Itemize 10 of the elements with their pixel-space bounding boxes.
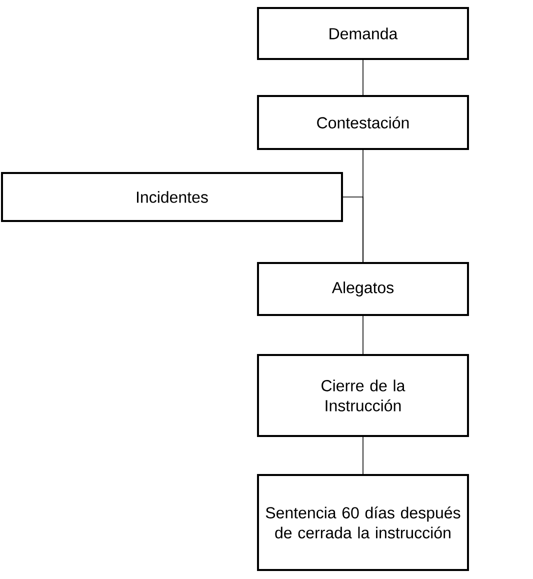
process-box: Cierre de la Instrucción (257, 354, 469, 437)
connector-line (342, 196, 364, 262)
connector-line (362, 436, 364, 474)
connector-line (362, 60, 364, 96)
connector-line (362, 316, 364, 354)
process-box: Alegatos (257, 262, 469, 316)
process-box: Sentencia 60 días después de cerrada la instrucción (257, 474, 469, 571)
process-box: Contestación (257, 95, 469, 150)
process-box: Incidentes (1, 172, 343, 222)
process-box: Demanda (257, 7, 469, 60)
